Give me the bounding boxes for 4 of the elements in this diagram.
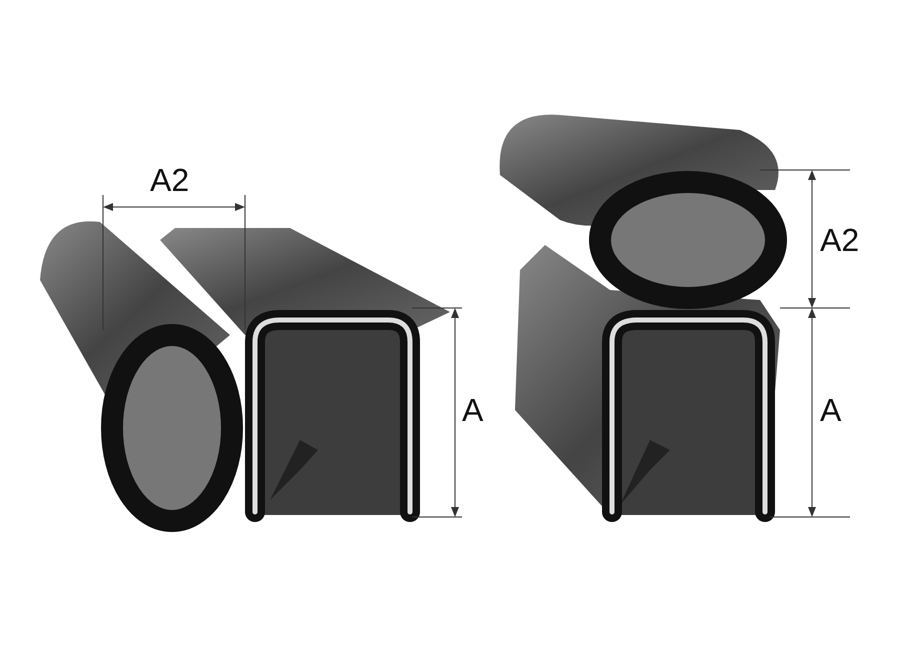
dimension-label: A — [820, 392, 842, 428]
dimension-label: A — [462, 392, 484, 428]
dimension-label: A2 — [150, 162, 190, 198]
dimension-label: A2 — [820, 222, 860, 258]
